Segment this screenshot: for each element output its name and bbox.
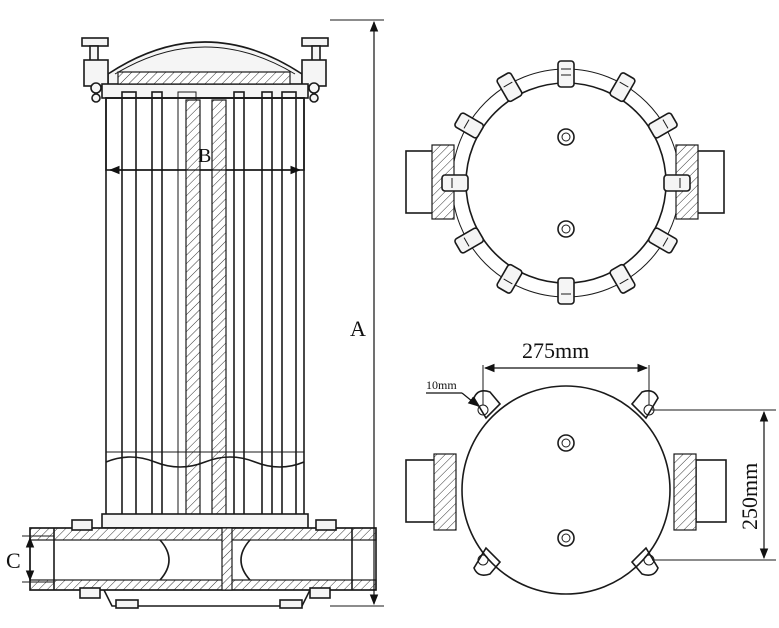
footprint-port-right xyxy=(695,459,727,523)
footprint-bolt-bottom xyxy=(557,529,575,547)
bottom-plate xyxy=(101,513,309,529)
top-flange xyxy=(101,83,309,99)
label-depth: 250mm xyxy=(737,463,762,530)
top-view-body xyxy=(465,82,667,284)
side-view: B A C xyxy=(6,19,384,609)
label-hole: 10mm xyxy=(426,378,457,392)
footprint-bolt-top xyxy=(557,434,575,452)
footprint-body xyxy=(461,385,671,595)
lower-seam xyxy=(105,456,305,468)
label-a: A xyxy=(350,316,366,341)
manifold xyxy=(29,519,377,599)
filter-cartridges xyxy=(121,91,297,519)
top-view-footprint: 275mm 10mm 250mm xyxy=(405,338,776,595)
footprint-port-left xyxy=(405,459,437,523)
clamp-left xyxy=(81,37,109,103)
rim-clamps xyxy=(441,60,691,305)
label-b: B xyxy=(198,145,211,167)
label-c: C xyxy=(6,548,21,573)
center-bolt-bottom xyxy=(557,220,575,238)
clamp-right xyxy=(301,37,329,103)
center-bolt-top xyxy=(557,128,575,146)
base-feet xyxy=(103,589,311,607)
mount-tab-bl xyxy=(473,546,502,576)
top-view-clamped xyxy=(405,60,725,305)
mount-tab-br xyxy=(630,546,659,576)
label-width: 275mm xyxy=(522,338,589,363)
